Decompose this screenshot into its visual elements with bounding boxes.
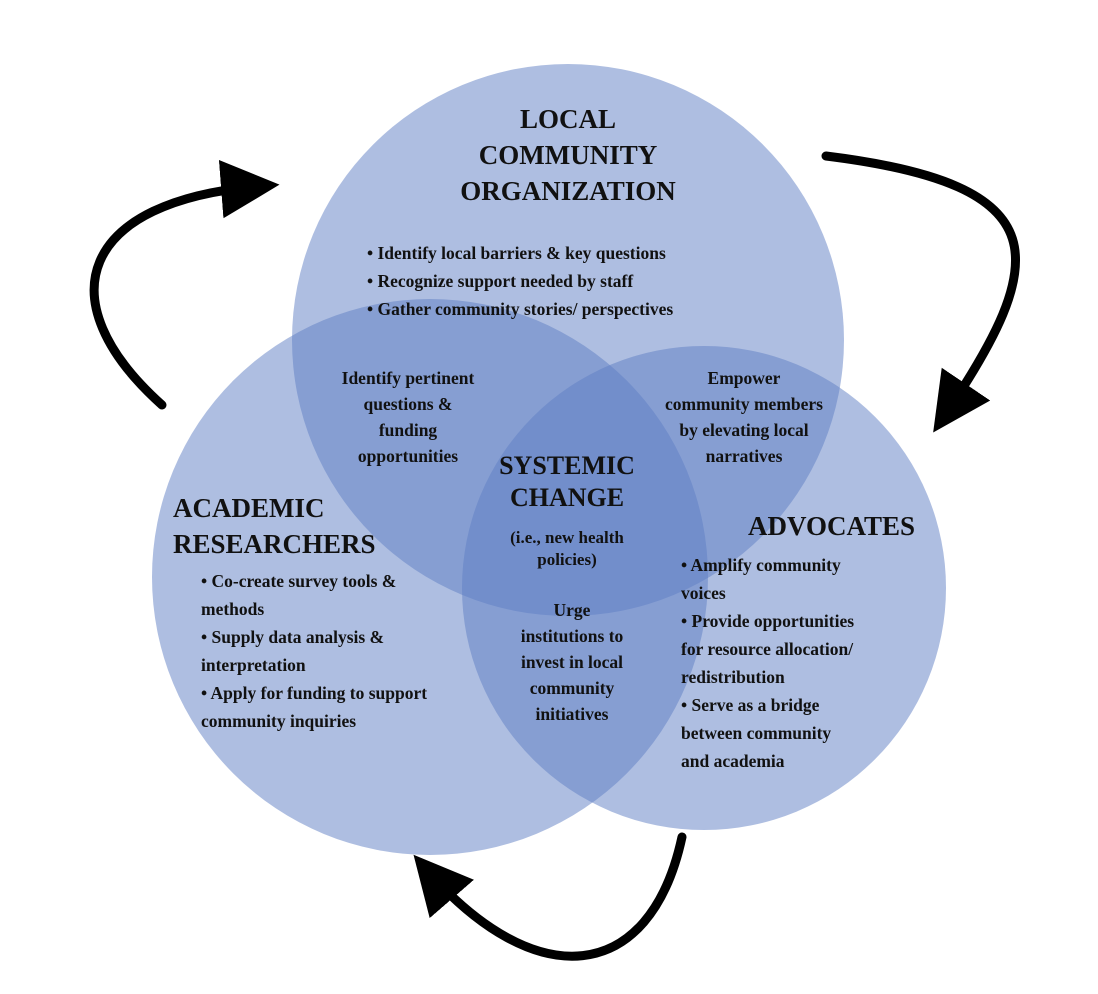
academic-title-line: ACADEMIC [173,493,325,523]
local-title-line: ORGANIZATION [460,176,676,206]
local-title-line: COMMUNITY [478,140,658,170]
overlap-line: Empower [707,368,781,388]
local-title-line: LOCAL [519,104,617,134]
overlap-line: questions & [363,394,453,414]
bullet-item: • Identify local barriers & key question… [367,243,666,263]
overlap-line: funding [378,420,438,440]
center-subtitle: (i.e., new health policies) [472,527,662,571]
bullet-item: • Amplify community [681,555,841,575]
bullet-item: • Serve as a bridge [681,695,820,715]
advocates-title-line: ADVOCATES [748,511,915,541]
overlap-line: by elevating local [679,420,809,440]
curved-arrow-icon [413,832,687,961]
bullet-item: community inquiries [201,711,357,731]
bullet-item: for resource allocation/ [681,639,854,659]
local-community-title: LOCAL COMMUNITY ORGANIZATION [418,101,718,209]
overlap-line: community members [665,394,823,414]
overlap-local-academic: Identify pertinent questions & funding o… [308,365,508,469]
bullet-item: interpretation [201,655,306,675]
center-title-line: SYSTEMIC [499,451,635,480]
overlap-line: invest in local [520,652,624,672]
overlap-academic-advocates: Urge institutions to invest in local com… [487,597,657,727]
overlap-line: opportunities [357,446,459,466]
bullet-item: methods [201,599,265,619]
overlap-line: community [529,678,615,698]
bullet-item: • Provide opportunities [681,611,855,631]
bullet-item: • Supply data analysis & [201,627,385,647]
bullet-item: between community [681,723,832,743]
bullet-item: redistribution [681,667,785,687]
overlap-local-advocates: Empower community members by elevating l… [644,365,844,469]
local-community-bullets: • Identify local barriers & key question… [367,239,673,323]
curved-arrow-icon [89,159,280,410]
advocates-title: ADVOCATES [748,508,915,544]
center-title: SYSTEMIC CHANGE [472,450,662,514]
center-subtitle-line: policies) [537,550,597,569]
bullet-item: • Apply for funding to support [201,683,428,703]
overlap-line: Identify pertinent [341,368,475,388]
center-title-line: CHANGE [509,483,625,512]
bullet-item: • Co-create survey tools & [201,571,397,591]
bullet-item: voices [681,583,726,603]
advocates-bullets: • Amplify community voices • Provide opp… [681,551,854,775]
overlap-line: institutions to [520,626,624,646]
academic-title-line: RESEARCHERS [173,529,376,559]
academic-researchers-bullets: • Co-create survey tools & methods • Sup… [201,567,427,735]
center-subtitle-line: (i.e., new health [510,528,624,547]
bullet-item: and academia [681,751,785,771]
circle-advocates [462,346,946,830]
overlap-line: initiatives [535,704,609,724]
overlap-line: Urge [553,600,591,620]
bullet-item: • Recognize support needed by staff [367,271,634,291]
bullet-item: • Gather community stories/ perspectives [367,299,674,319]
overlap-line: narratives [705,446,783,466]
curved-arrow-icon [821,151,1020,433]
academic-researchers-title: ACADEMIC RESEARCHERS [173,490,376,562]
